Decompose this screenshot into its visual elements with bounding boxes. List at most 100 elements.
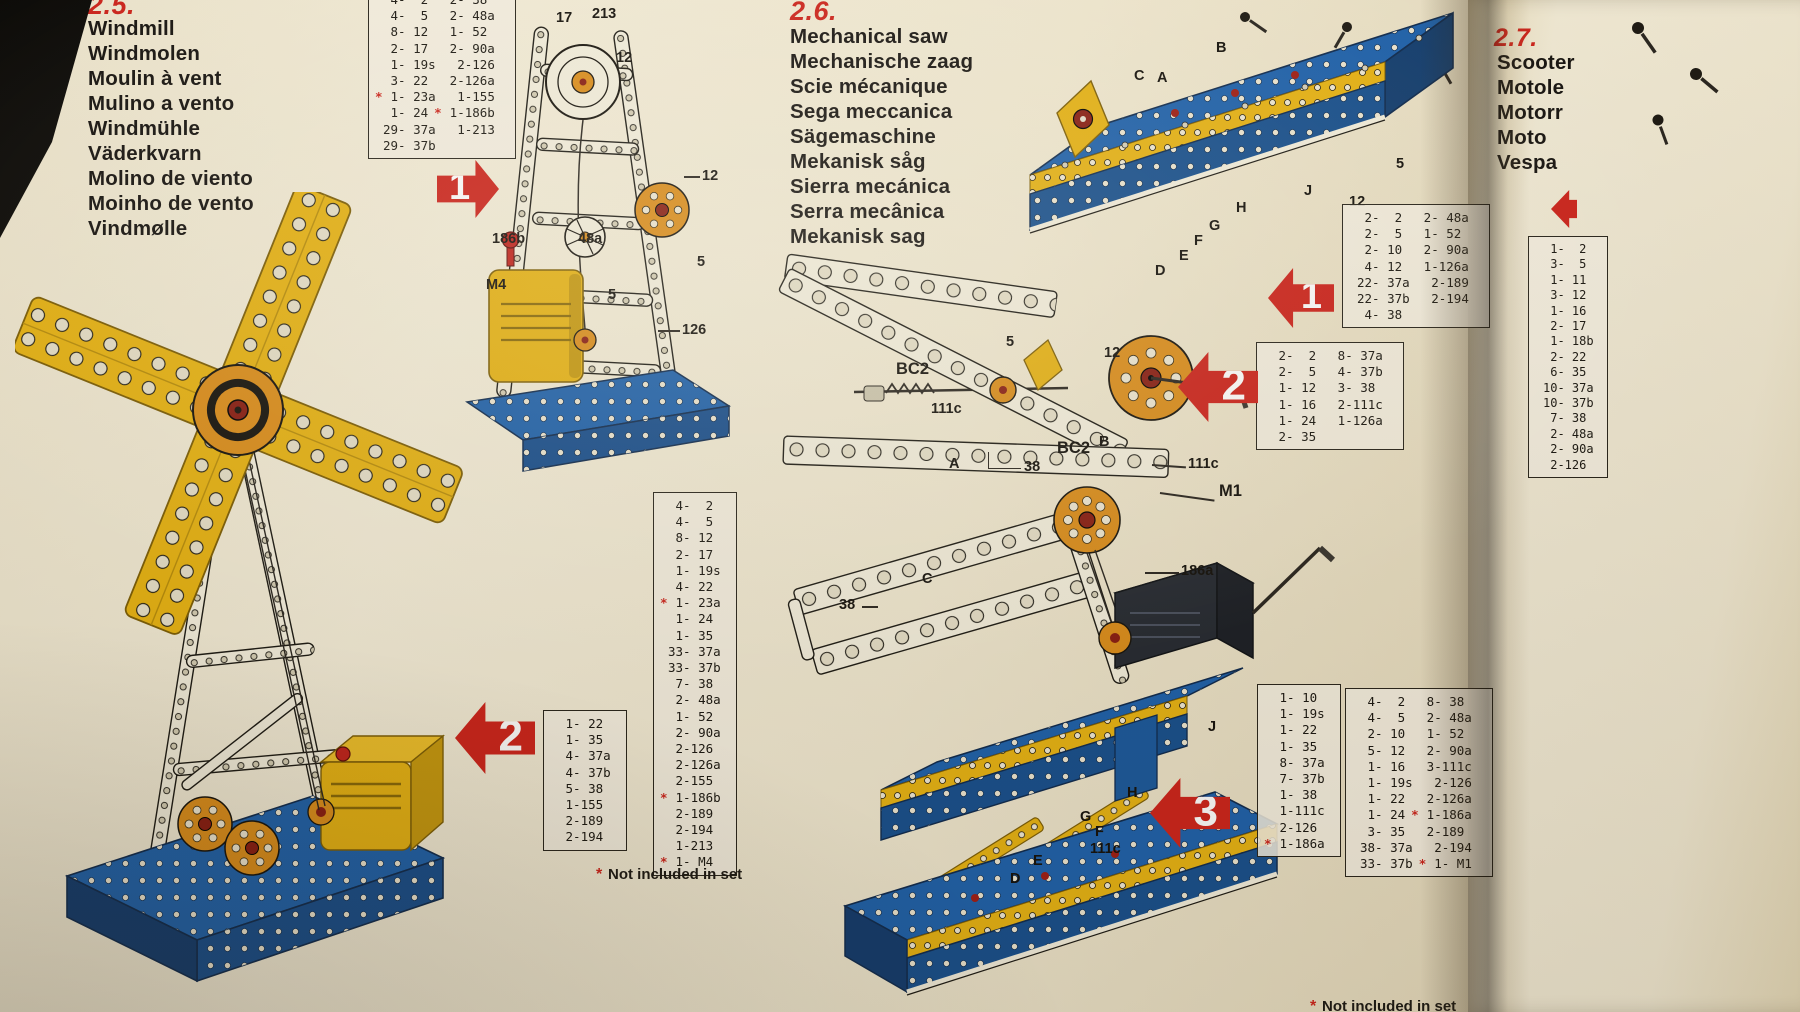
parts-row: 2- 2 2- 48a: [1357, 210, 1469, 225]
model-name: Sega meccanica: [790, 100, 953, 123]
parts-box-scooter: 1- 2 3- 5 1- 11 3- 12 1- 16 2- 17 1- 18b…: [1528, 236, 1608, 479]
parts-box-saw-step2: 2- 2 8- 37a 2- 5 4- 37b 1- 12 3- 38 1- 1…: [1256, 342, 1404, 451]
model-name: Motole: [1497, 76, 1565, 99]
model-name: Windmolen: [88, 42, 201, 65]
parts-row: 1-155: [558, 797, 604, 813]
callout-label: BC2: [1057, 439, 1091, 457]
model-name: Windmill: [88, 17, 175, 40]
parts-row: 29- 37a 1-213: [383, 121, 495, 137]
parts-row: 2- 17: [668, 546, 714, 562]
parts-row: 1- 24* 1-186b: [383, 105, 495, 121]
parts-row: 4- 12 1-126a: [1357, 258, 1469, 274]
callout-label: 38: [839, 597, 856, 613]
windmill-step1-illustration: [465, 26, 732, 472]
model-name: Molino de viento: [88, 167, 253, 190]
callout-label: 17: [556, 10, 573, 26]
model-name: Mekanisk sag: [790, 225, 926, 248]
parts-row: 1- 38: [1272, 787, 1318, 803]
parts-row: 1- 52: [668, 708, 714, 724]
model-name: Sägemaschine: [790, 125, 936, 148]
footnote: *Not included in set: [596, 866, 743, 883]
callout-label: G: [1209, 218, 1221, 234]
parts-row: 7- 38: [1543, 411, 1587, 426]
model-name: Windmühle: [88, 117, 201, 140]
parts-row: 1- 22: [558, 716, 604, 731]
model-name: Väderkvarn: [88, 142, 202, 165]
parts-row: 4- 5 2- 48a: [1360, 710, 1472, 726]
parts-row: 2-126: [1272, 819, 1318, 835]
parts-row: 4- 2 2- 38: [375, 0, 509, 8]
parts-box-windmill-extra: 1- 22 1- 35 4- 37a 4- 37b 5- 38 1-155 2-…: [543, 710, 627, 851]
parts-row: 29- 37b: [383, 137, 436, 153]
callout-label: 186a: [1181, 563, 1214, 579]
model-name: Mulino a vento: [88, 92, 235, 115]
parts-row: 2-126: [1543, 457, 1587, 472]
parts-row: * 1- M4: [660, 854, 714, 870]
parts-row: 1- 19s: [668, 562, 721, 578]
parts-row: 5- 38: [558, 780, 604, 796]
callout-label: E: [1033, 853, 1043, 869]
callout-label: B: [1099, 434, 1110, 450]
callout-label: 5: [608, 287, 617, 303]
parts-row: 1- 24* 1-186a: [1360, 807, 1472, 823]
parts-row: 3- 12: [1543, 288, 1587, 303]
parts-row: 1- 16: [1543, 303, 1587, 318]
parts-row: 1- 16 2-111c: [1271, 396, 1383, 412]
callout-label: 186b: [492, 231, 526, 247]
callout-label: 111c: [1090, 841, 1121, 857]
parts-row: 1- 35: [558, 732, 604, 748]
parts-row: 1- 19s 2-126: [1360, 775, 1472, 791]
callout-label: 48a: [578, 231, 603, 247]
callout-label: 12: [616, 50, 633, 66]
callout-label: J: [1208, 719, 1217, 735]
parts-row: 1- 11: [1543, 272, 1587, 287]
parts-row: 38- 37a 2-194: [1360, 839, 1472, 855]
parts-row: 3- 22 2-126a: [383, 73, 495, 89]
step-number: 1: [449, 166, 471, 209]
parts-row: 1- 16 3-111c: [1360, 758, 1472, 774]
parts-row: 8- 37a: [1272, 754, 1325, 770]
model-name: Sierra mecánica: [790, 175, 951, 198]
windmill-illustration: [15, 192, 463, 983]
callout-label: F: [1194, 233, 1203, 249]
parts-row: 4- 5 2- 48a: [383, 8, 495, 24]
callout-label: D: [1155, 263, 1166, 279]
parts-row: 2-126a: [668, 757, 721, 773]
parts-row: 3- 35 2-189: [1360, 823, 1465, 839]
parts-row: 22- 37a 2-189: [1357, 274, 1469, 290]
callout-label: 38: [1024, 459, 1041, 475]
parts-row: 2- 5 4- 37b: [1271, 364, 1383, 380]
parts-row: 1- 35: [1272, 738, 1318, 754]
parts-row: 1- 19s: [1272, 706, 1325, 722]
parts-row: 1- 18b: [1543, 334, 1594, 349]
parts-row: 10- 37a: [1543, 380, 1594, 395]
parts-row: 1- 2: [1543, 242, 1587, 256]
parts-row: 2-194: [558, 829, 604, 845]
parts-row: 7- 37b: [1272, 771, 1325, 787]
callout-label: M1: [1219, 482, 1242, 500]
saw-step3-illustration: [787, 486, 1336, 996]
parts-row: 1- 12 3- 38: [1271, 380, 1376, 396]
parts-row: 33- 37a: [668, 643, 721, 659]
callout-label: 213: [592, 6, 617, 22]
callout-label: A: [949, 456, 960, 472]
parts-box-windmill-step1: 4- 2 2- 38 4- 5 2- 48a 8- 12 1- 52 2- 17…: [368, 0, 516, 160]
parts-row: 1- 22: [1272, 722, 1318, 738]
callout-label: 12: [1104, 345, 1121, 361]
model-name: Scie mécanique: [790, 75, 948, 98]
parts-row: 2-189: [558, 813, 604, 829]
parts-row: 33- 37b: [668, 660, 721, 676]
parts-row: * 1-186a: [1264, 835, 1325, 851]
parts-row: 4- 37a: [558, 748, 611, 764]
parts-row: 8- 12: [668, 530, 714, 546]
parts-row: 4- 38: [1357, 307, 1403, 323]
parts-row: 22- 37b 2-194: [1357, 291, 1469, 307]
model-name: Scooter: [1497, 51, 1575, 74]
callout-label: 5: [697, 254, 706, 270]
model-name: Moto: [1497, 126, 1547, 149]
callout-label: G: [1080, 809, 1092, 825]
callout-label: J: [1304, 183, 1313, 199]
